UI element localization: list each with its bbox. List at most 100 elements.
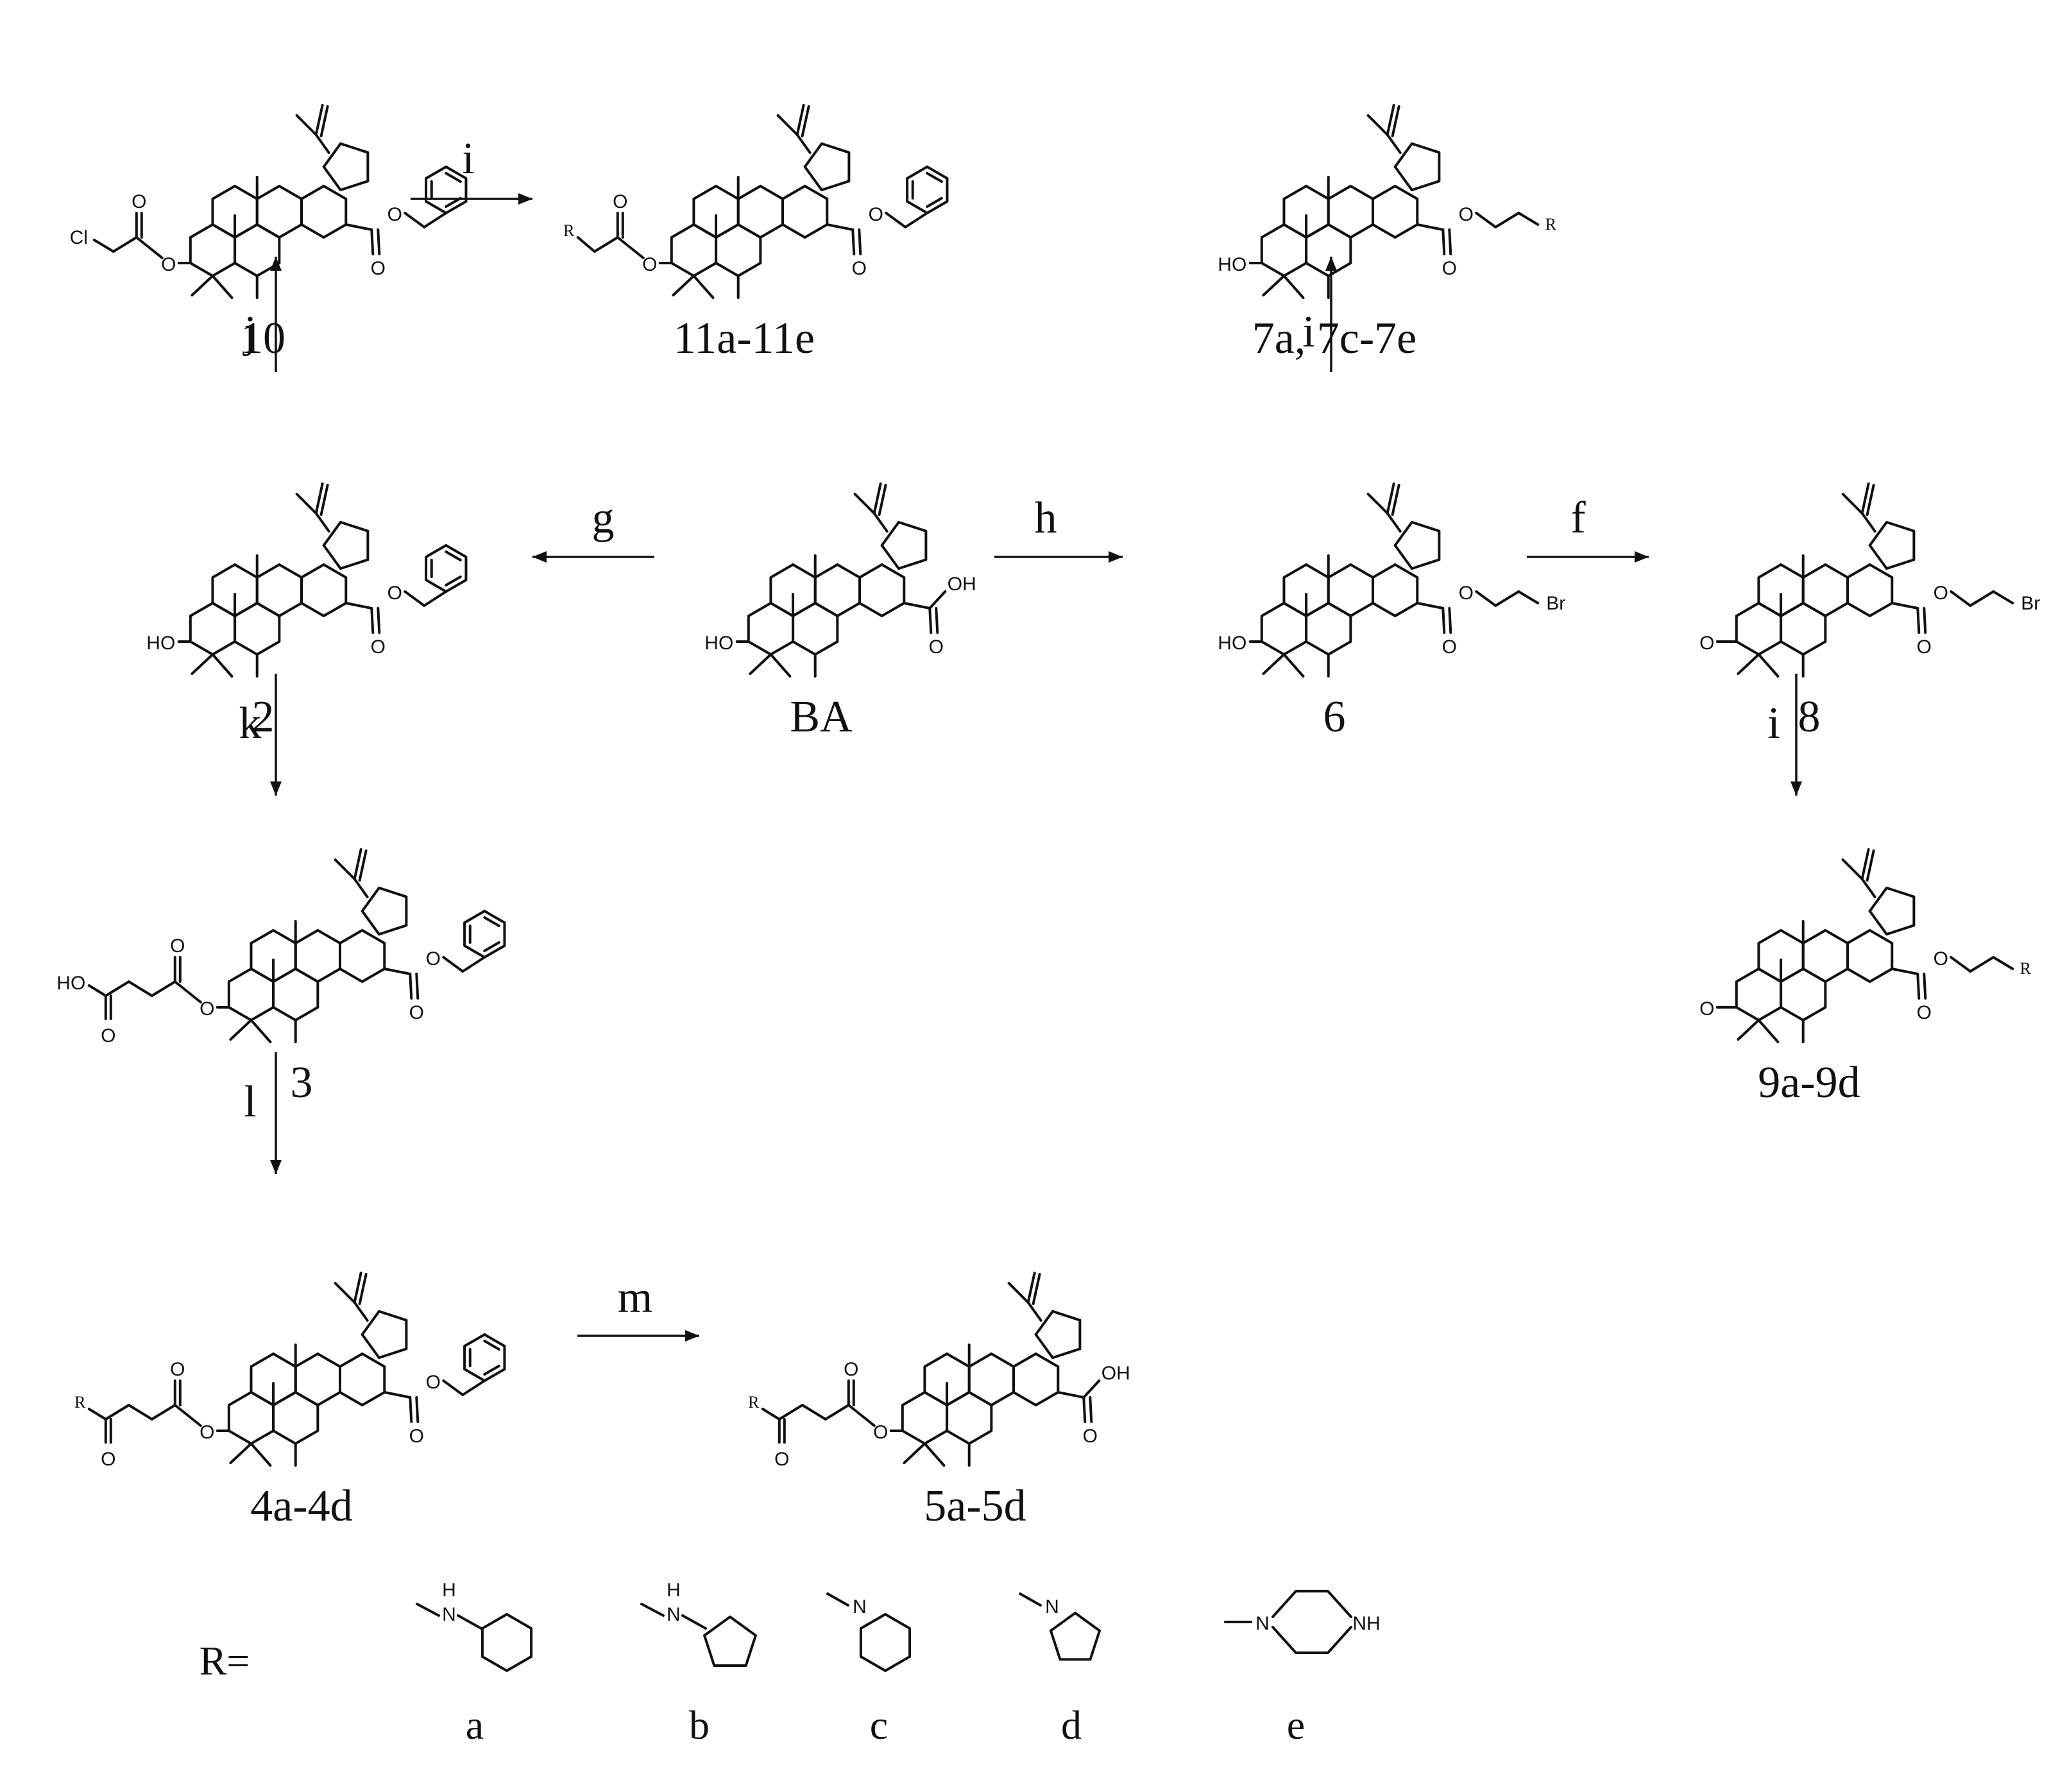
c28-carbonyl xyxy=(409,1396,413,1423)
compound-label-c6: 6 xyxy=(1323,692,1346,742)
gem-methyl xyxy=(250,1442,272,1467)
gem-methyl xyxy=(1737,1019,1760,1041)
arrow-label-a-i-up: i xyxy=(1302,307,1314,357)
r-label: R xyxy=(748,1393,760,1412)
oh-bond xyxy=(87,984,107,997)
arrow-a-i-top: i xyxy=(411,134,532,205)
chloro-bond xyxy=(92,239,115,253)
c28-oxygen-label: O xyxy=(1917,1002,1932,1023)
c28-carbonyl-double xyxy=(415,1396,420,1423)
ester-oxygen-label: O xyxy=(642,254,657,275)
isopropenyl-methyl xyxy=(334,1282,356,1304)
chain-bond xyxy=(150,1404,176,1421)
isopropenyl-methyl xyxy=(334,858,356,880)
arrow-label-a-i-down: i xyxy=(1767,699,1780,748)
benzyl-bond xyxy=(461,956,486,973)
arrow-head xyxy=(518,193,532,205)
c28-oxygen-label: O xyxy=(852,258,867,279)
aromatic-bond xyxy=(445,576,462,586)
isopropenyl-bond xyxy=(1386,133,1402,154)
chain-bond xyxy=(127,1404,153,1421)
c28-bond xyxy=(826,223,855,231)
r-label: R xyxy=(563,221,575,240)
c28-ester-oxygen-label: O xyxy=(1459,204,1474,225)
arrow-head xyxy=(685,1330,699,1342)
ester-chain xyxy=(1475,590,1497,607)
r-label: R xyxy=(2020,959,2032,978)
hydroxyl-label: HO xyxy=(704,633,733,654)
compound-label-c11: 11a-11e xyxy=(674,314,815,363)
compound-label-c3: 3 xyxy=(291,1058,313,1107)
ester-chain xyxy=(1475,212,1497,228)
isopropenyl-bond xyxy=(353,1301,369,1322)
acid-oxygen-label: O xyxy=(774,1449,789,1470)
c28-carbonyl xyxy=(409,973,413,1000)
ester-oxygen-label: O xyxy=(161,254,176,275)
compound-label-c10: 10 xyxy=(241,314,285,363)
piperazine-top xyxy=(1271,1590,1352,1618)
c28-ester-oxygen-label: O xyxy=(1934,948,1948,969)
c28-bond xyxy=(1416,602,1445,610)
nitrogen-label: N xyxy=(667,1604,681,1625)
isopropenyl-bond xyxy=(872,512,889,533)
ring-e xyxy=(1372,563,1419,617)
arrow-label-a-g: g xyxy=(592,493,615,543)
c28-carbonyl-double xyxy=(858,228,862,255)
vinyl-bond xyxy=(795,104,805,136)
gem-methyl xyxy=(191,653,214,675)
ester-bond xyxy=(616,236,645,259)
ester-chain xyxy=(404,212,426,228)
hydroxyl-label: HO xyxy=(146,633,175,654)
benzyl-bond xyxy=(423,212,448,228)
ethyl-bond xyxy=(1517,212,1540,226)
c28-oh-bond xyxy=(928,590,947,610)
r-bond xyxy=(87,1408,107,1421)
c28-ester-oxygen-label: O xyxy=(426,948,441,969)
c28-carbonyl-double xyxy=(377,228,381,255)
r-bond xyxy=(761,1408,781,1421)
c28-oh-bond xyxy=(1082,1379,1101,1399)
gem-methyl xyxy=(1757,653,1780,678)
c28-ester-oxygen-label: O xyxy=(426,1372,441,1393)
c28-bond xyxy=(1416,223,1445,231)
compound-label-c5: 5a-5d xyxy=(924,1481,1026,1531)
ring-f xyxy=(1868,886,1916,936)
r-group-c: Nc xyxy=(826,1592,912,1748)
r-group-d: Nd xyxy=(1019,1592,1101,1748)
arrow-a-k: k xyxy=(239,674,282,796)
ring-e xyxy=(339,1353,386,1406)
c28-bond xyxy=(1891,602,1919,610)
vinyl-double xyxy=(1391,105,1400,137)
ester-bond xyxy=(135,236,164,259)
c28-bond xyxy=(1057,1391,1085,1399)
isopropenyl-bond xyxy=(314,133,330,154)
carbonyl-oxygen-label: O xyxy=(844,1359,858,1380)
c28-oxygen-label: O xyxy=(1917,636,1932,658)
ring-f xyxy=(361,1310,408,1360)
isopropenyl-bond xyxy=(1860,878,1876,898)
gem-methyl xyxy=(769,653,792,678)
ester-chain xyxy=(1950,590,1972,607)
aromatic-bond xyxy=(483,1365,500,1376)
arrow-label-a-m: m xyxy=(618,1273,652,1322)
bromine-label: Br xyxy=(1546,593,1565,614)
carbonyl-oxygen-label: O xyxy=(132,191,146,212)
ester-bond xyxy=(173,1404,202,1427)
arrow-label-a-k: k xyxy=(239,699,262,748)
isopropenyl-bond xyxy=(314,512,330,533)
c28-carbonyl-double xyxy=(377,607,381,634)
isopropenyl-methyl xyxy=(1366,114,1389,136)
ethyl-bond xyxy=(1992,590,2014,604)
gem-methyl xyxy=(229,1442,253,1464)
r-group-label-a: a xyxy=(466,1702,484,1748)
isopropenyl-bond xyxy=(1026,1301,1042,1322)
